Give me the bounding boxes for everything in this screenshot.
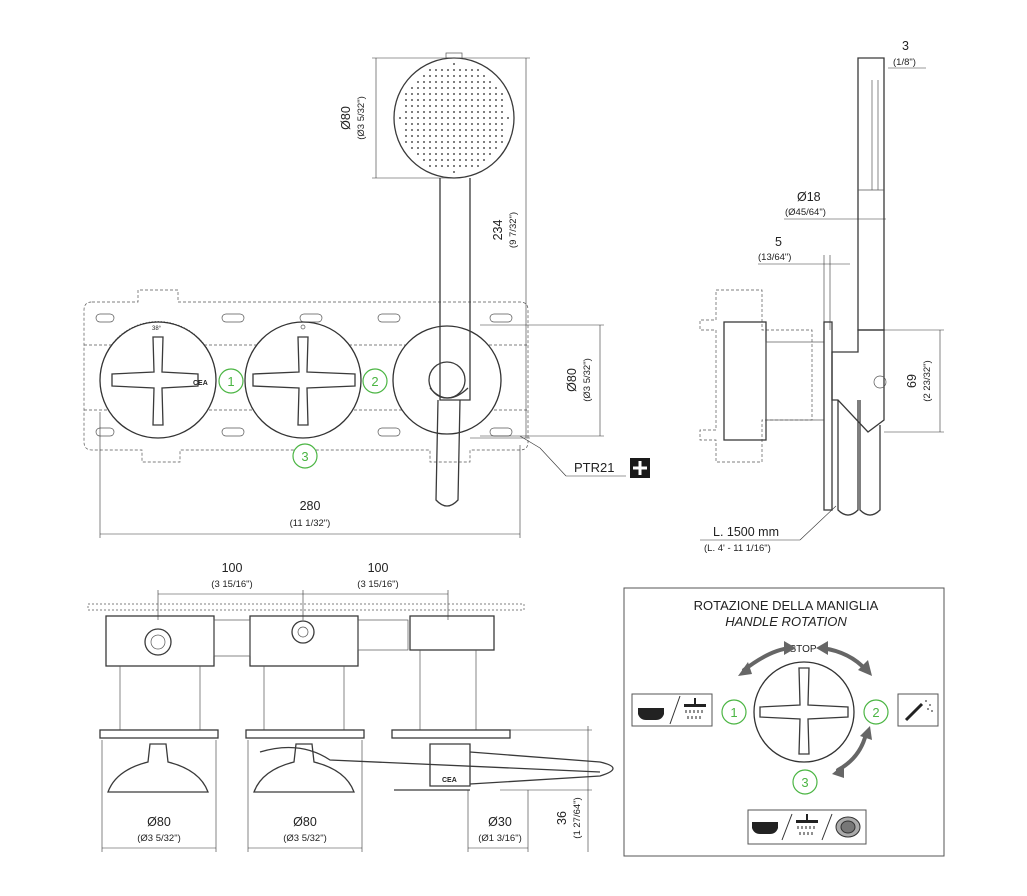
svg-text:Ø80: Ø80	[339, 106, 353, 130]
svg-text:(Ø45/64"): (Ø45/64")	[785, 207, 826, 218]
svg-text:234: 234	[491, 220, 505, 241]
handle-rotation-box: ROTAZIONE DELLA MANIGLIA HANDLE ROTATION…	[623, 587, 945, 857]
svg-text:1: 1	[227, 374, 234, 389]
svg-text:280: 280	[300, 499, 321, 513]
rotation-title-en: HANDLE ROTATION	[725, 614, 847, 629]
svg-text:2: 2	[371, 374, 378, 389]
svg-text:100: 100	[368, 561, 389, 575]
rotation-title-it: ROTAZIONE DELLA MANIGLIA	[694, 598, 879, 613]
cross-handle-1	[111, 336, 199, 426]
svg-text:(3 15/16"): (3 15/16")	[211, 579, 252, 590]
svg-text:69: 69	[905, 374, 919, 388]
stop-label: STOP	[789, 644, 816, 655]
thermostat-knob	[99, 321, 217, 439]
svg-text:5: 5	[775, 235, 782, 249]
svg-text:(3 15/16"): (3 15/16")	[357, 579, 398, 590]
svg-text:Ø80: Ø80	[565, 368, 579, 392]
shower-head-icon	[684, 698, 706, 719]
top-view: 100 (3 15/16") 100 (3 15/16") CEA	[87, 561, 614, 852]
svg-text:(1/8"): (1/8")	[893, 57, 916, 68]
marker-2: 2	[362, 368, 388, 394]
shower-outlet-plate	[392, 325, 502, 435]
svg-text:(Ø1 3/16"): (Ø1 3/16")	[478, 833, 522, 844]
hand-shower-front	[393, 52, 515, 507]
svg-text:Ø80: Ø80	[147, 815, 171, 829]
hand-shower-icon	[897, 693, 939, 727]
svg-text:(1 27/64"): (1 27/64")	[572, 797, 583, 838]
svg-text:3: 3	[902, 39, 909, 53]
svg-text:Ø18: Ø18	[797, 190, 821, 204]
shower-nozzles	[399, 63, 509, 173]
svg-text:(2 23/32"): (2 23/32")	[922, 360, 933, 401]
wall-box	[699, 289, 813, 463]
mounting-plate	[83, 289, 529, 463]
bottom-icon-box	[747, 809, 867, 845]
svg-text:CEA: CEA	[442, 777, 457, 784]
svg-text:3: 3	[301, 449, 308, 464]
svg-text:3: 3	[801, 775, 808, 790]
front-view: 38° CEA 1 2 3	[83, 52, 650, 538]
diverter-knob	[244, 321, 362, 439]
side-view: 3 (1/8") Ø18 (Ø45/64") 5 (13/64") 69 (2 …	[699, 39, 944, 554]
svg-text:(11 1/32"): (11 1/32")	[290, 518, 331, 529]
bathtub-icon	[631, 693, 713, 727]
svg-text:(Ø3 5/32"): (Ø3 5/32")	[356, 96, 367, 140]
svg-text:1: 1	[730, 705, 737, 720]
svg-text:(Ø3 5/32"): (Ø3 5/32")	[137, 833, 181, 844]
aerator-icon	[835, 816, 861, 838]
part-code: PTR21	[574, 460, 614, 475]
svg-text:100: 100	[222, 561, 243, 575]
cross-handle-2	[252, 336, 356, 426]
svg-text:L. 1500 mm: L. 1500 mm	[713, 525, 779, 539]
marker-3: 3	[292, 443, 318, 469]
svg-text:(L. 4' - 11 1/16"): (L. 4' - 11 1/16")	[704, 543, 771, 554]
svg-text:(9 7/32"): (9 7/32")	[508, 212, 519, 248]
svg-text:38°: 38°	[152, 326, 162, 332]
svg-text:(Ø3 5/32"): (Ø3 5/32")	[283, 833, 327, 844]
svg-text:(13/64"): (13/64")	[758, 252, 791, 263]
brand-mark-1: CEA	[193, 380, 208, 387]
svg-text:Ø80: Ø80	[293, 815, 317, 829]
svg-text:(Ø3 5/32"): (Ø3 5/32")	[582, 358, 593, 402]
marker-1: 1	[218, 368, 244, 394]
svg-text:2: 2	[872, 705, 879, 720]
svg-text:Ø30: Ø30	[488, 815, 512, 829]
svg-text:36: 36	[555, 811, 569, 825]
